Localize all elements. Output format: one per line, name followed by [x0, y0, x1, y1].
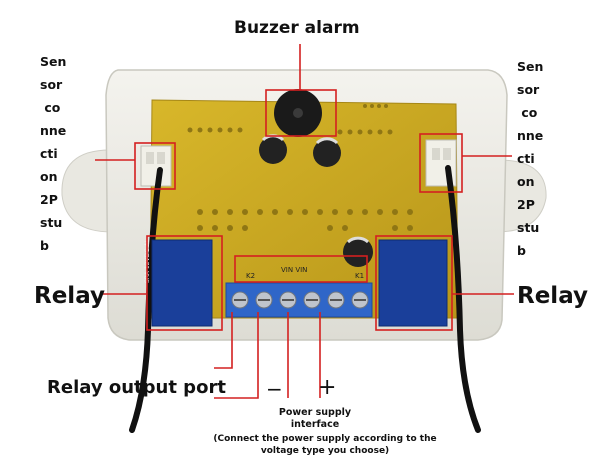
pcb-pads [187, 104, 413, 231]
terminal-label-k1: K1 [355, 272, 364, 280]
power-minus-label: − [266, 377, 283, 401]
buzzer [274, 89, 322, 137]
terminal-label-k2: K2 [246, 272, 255, 280]
power-plus-label: + [318, 375, 337, 400]
relay-label-left: Relay [34, 283, 105, 309]
buzzer-alarm-label: Buzzer alarm [234, 18, 360, 38]
relay-right [378, 239, 448, 327]
relay-output-port-label: Relay output port [47, 377, 226, 398]
power-supply-note: (Connect the power supply according to t… [213, 434, 437, 456]
case-tabs [61, 149, 547, 233]
relay-left: SRA-12VDC-AL [144, 238, 213, 327]
power-supply-interface-label: Power supply interface [278, 407, 352, 430]
relay-label-right: Relay [517, 283, 588, 309]
sensor-connection-label-right: Sen sor co nne cti on 2P stu b [517, 59, 544, 258]
sensor-connection-label-left: Sen sor co nne cti on 2P stu b [40, 54, 67, 253]
terminal-block: K2 VIN VIN K1 [225, 266, 373, 318]
capacitors [259, 134, 373, 267]
terminal-label-vin: VIN VIN [281, 266, 307, 274]
callout-boxes [134, 89, 463, 331]
leader-lines [95, 44, 514, 399]
